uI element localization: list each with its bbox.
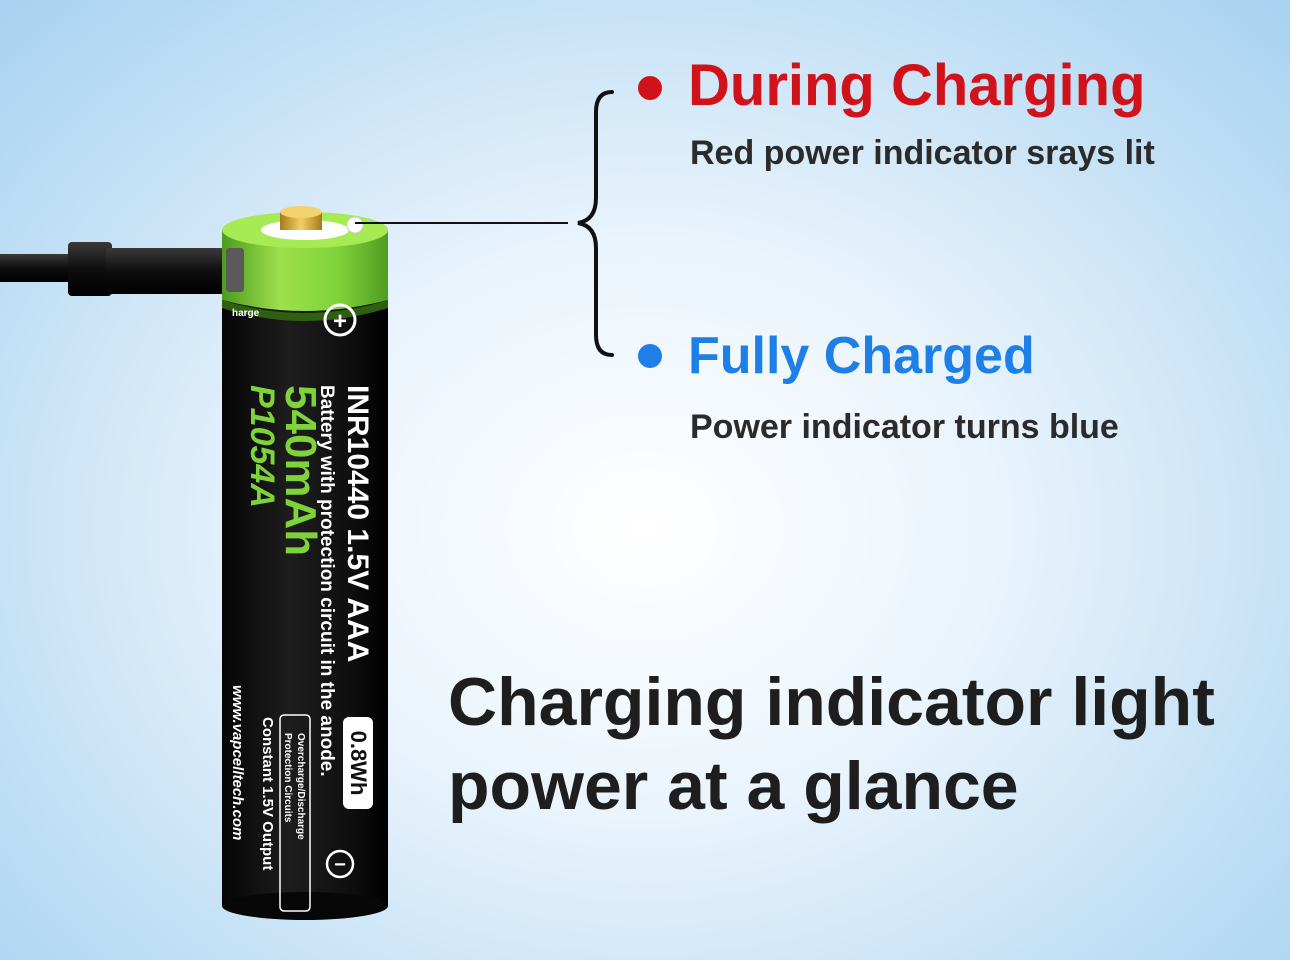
negative-terminal-icon	[325, 849, 355, 879]
battery-energy-badge: 0.8Wh	[346, 731, 371, 796]
battery: + harge − INR10440 1.5V AAA Battery with…	[222, 206, 388, 920]
tagline: Charging indicator light power at a glan…	[448, 660, 1278, 828]
battery-website-text: www.vapcelltech.com	[229, 685, 246, 840]
port-label: harge	[232, 308, 260, 319]
during-charging-title: During Charging	[688, 53, 1146, 118]
blue-bullet-icon	[638, 344, 662, 368]
during-charging-description: Red power indicator srays lit	[690, 134, 1155, 172]
usb-cable	[0, 242, 224, 296]
indicator-led	[346, 216, 364, 234]
callout-brace	[355, 90, 614, 357]
battery-sub-text: Battery with protection circuit in the a…	[316, 385, 337, 777]
battery-capacity-text: 540mAh	[276, 385, 325, 556]
battery-output-text: Constant 1.5V Output	[259, 717, 276, 870]
battery-model-text: INR10440 1.5V AAA	[341, 385, 374, 662]
positive-terminal-icon	[323, 303, 357, 337]
protection-line-1: Overcharge/Discharge	[295, 733, 306, 840]
positive-symbol: +	[333, 308, 347, 335]
fully-charged-title: Fully Charged	[688, 327, 1035, 385]
battery-illustration: + harge − INR10440 1.5V AAA Battery with…	[0, 206, 388, 920]
red-bullet-icon	[638, 76, 662, 100]
negative-symbol: −	[334, 854, 346, 876]
tagline-line-2: power at a glance	[448, 748, 1019, 824]
protection-line-2: Protection Circuits	[282, 733, 293, 823]
battery-part-number-text: P1054A	[243, 385, 281, 508]
tagline-line-1: Charging indicator light	[448, 664, 1215, 740]
fully-charged-description: Power indicator turns blue	[690, 408, 1119, 446]
